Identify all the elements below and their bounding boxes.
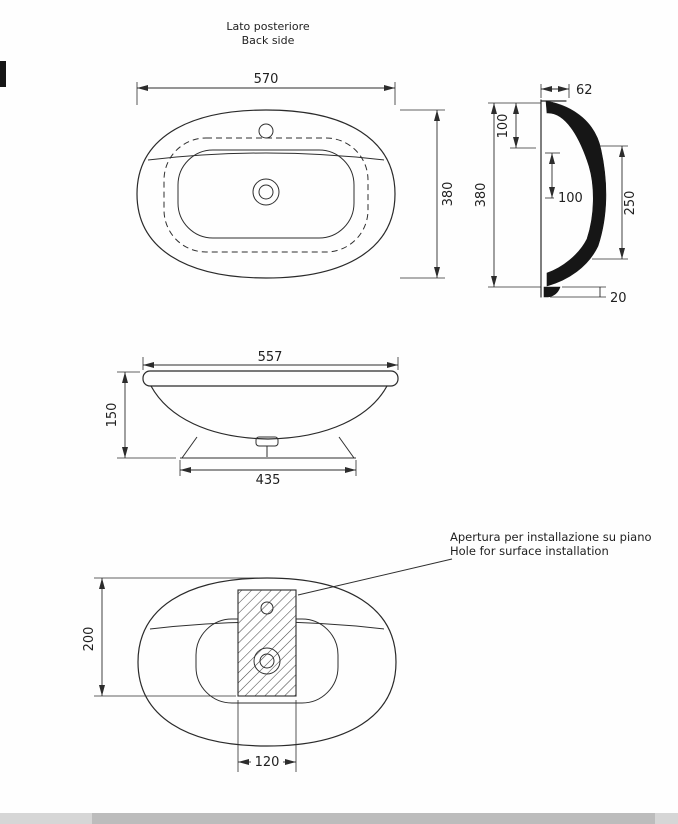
dim-label-200: 200: [82, 627, 97, 652]
bottom-plan-view: 200 120 Apertura per installazione su pi…: [82, 530, 652, 772]
bowl-outline: [177, 149, 355, 239]
scan-artifact-left-mark: [0, 61, 6, 87]
back-side-label-it: Lato posteriore: [226, 20, 310, 33]
basin-outline-bottom: [137, 577, 397, 747]
dim-label-435: 435: [256, 473, 281, 488]
drain-inner-circle-bottom: [259, 653, 275, 669]
dim-side-rim-height: 100: [488, 102, 541, 149]
back-side-label-en: Back side: [242, 34, 295, 47]
scan-artifact-bottom-bar: [0, 813, 678, 824]
dim-side-foot-gap: 20: [550, 286, 627, 306]
hole-annotation-en: Hole for surface installation: [450, 544, 609, 558]
dim-front-base-width: 435: [179, 460, 357, 488]
back-side-caption: Lato posteriore Back side: [226, 20, 310, 47]
drain-outer-circle: [252, 178, 280, 206]
dim-hole-offset: 200: [82, 577, 258, 697]
dim-label-62: 62: [576, 83, 593, 98]
dim-side-height: 380: [474, 103, 541, 288]
dim-side-front-height: 250: [592, 145, 638, 260]
hole-annotation: Apertura per installazione su piano Hole…: [450, 530, 652, 558]
dim-label-20: 20: [610, 291, 627, 306]
drain-outer-circle-bottom: [253, 647, 281, 675]
dim-top-width: 570: [136, 72, 396, 105]
dim-label-557: 557: [258, 350, 283, 365]
leader-line: [297, 558, 453, 596]
dim-top-depth: 380: [400, 109, 456, 279]
dim-label-380: 380: [441, 182, 456, 207]
dim-front-height: 150: [105, 371, 176, 459]
rim-front: [142, 370, 399, 387]
dim-label-380-side: 380: [474, 183, 489, 208]
hole-annotation-it: Apertura per installazione su piano: [450, 530, 652, 544]
bowl-underside: [150, 385, 388, 440]
faucet-hole-bottom: [260, 601, 274, 615]
elevation-view: 557 150 435: [105, 350, 399, 488]
dim-side-bowl-depth: 100: [545, 152, 583, 206]
dim-label-150: 150: [105, 403, 120, 428]
drain-inner-circle: [258, 184, 274, 200]
foot-section: [543, 286, 561, 298]
dim-label-250: 250: [623, 191, 638, 216]
basin-outline: [136, 109, 396, 279]
dim-label-120: 120: [255, 755, 280, 770]
faucet-hole: [258, 123, 274, 139]
dim-side-top-ledge: 62: [540, 83, 593, 98]
installation-hole-hatch: [237, 589, 297, 697]
dim-label-100-bowl: 100: [558, 191, 583, 206]
plan-view: 570 380: [136, 72, 456, 279]
dim-label-100-rim: 100: [496, 114, 511, 139]
base-right-edge: [338, 436, 355, 459]
profile-view: 62 100 380 100 250 20: [474, 83, 638, 306]
dim-label-570: 570: [254, 72, 279, 87]
rim-edge-line: [147, 152, 385, 161]
dim-hole-width: 120: [237, 700, 297, 772]
base-left-edge: [181, 436, 198, 459]
wall-section: [545, 100, 607, 287]
dim-front-width: 557: [142, 350, 399, 370]
